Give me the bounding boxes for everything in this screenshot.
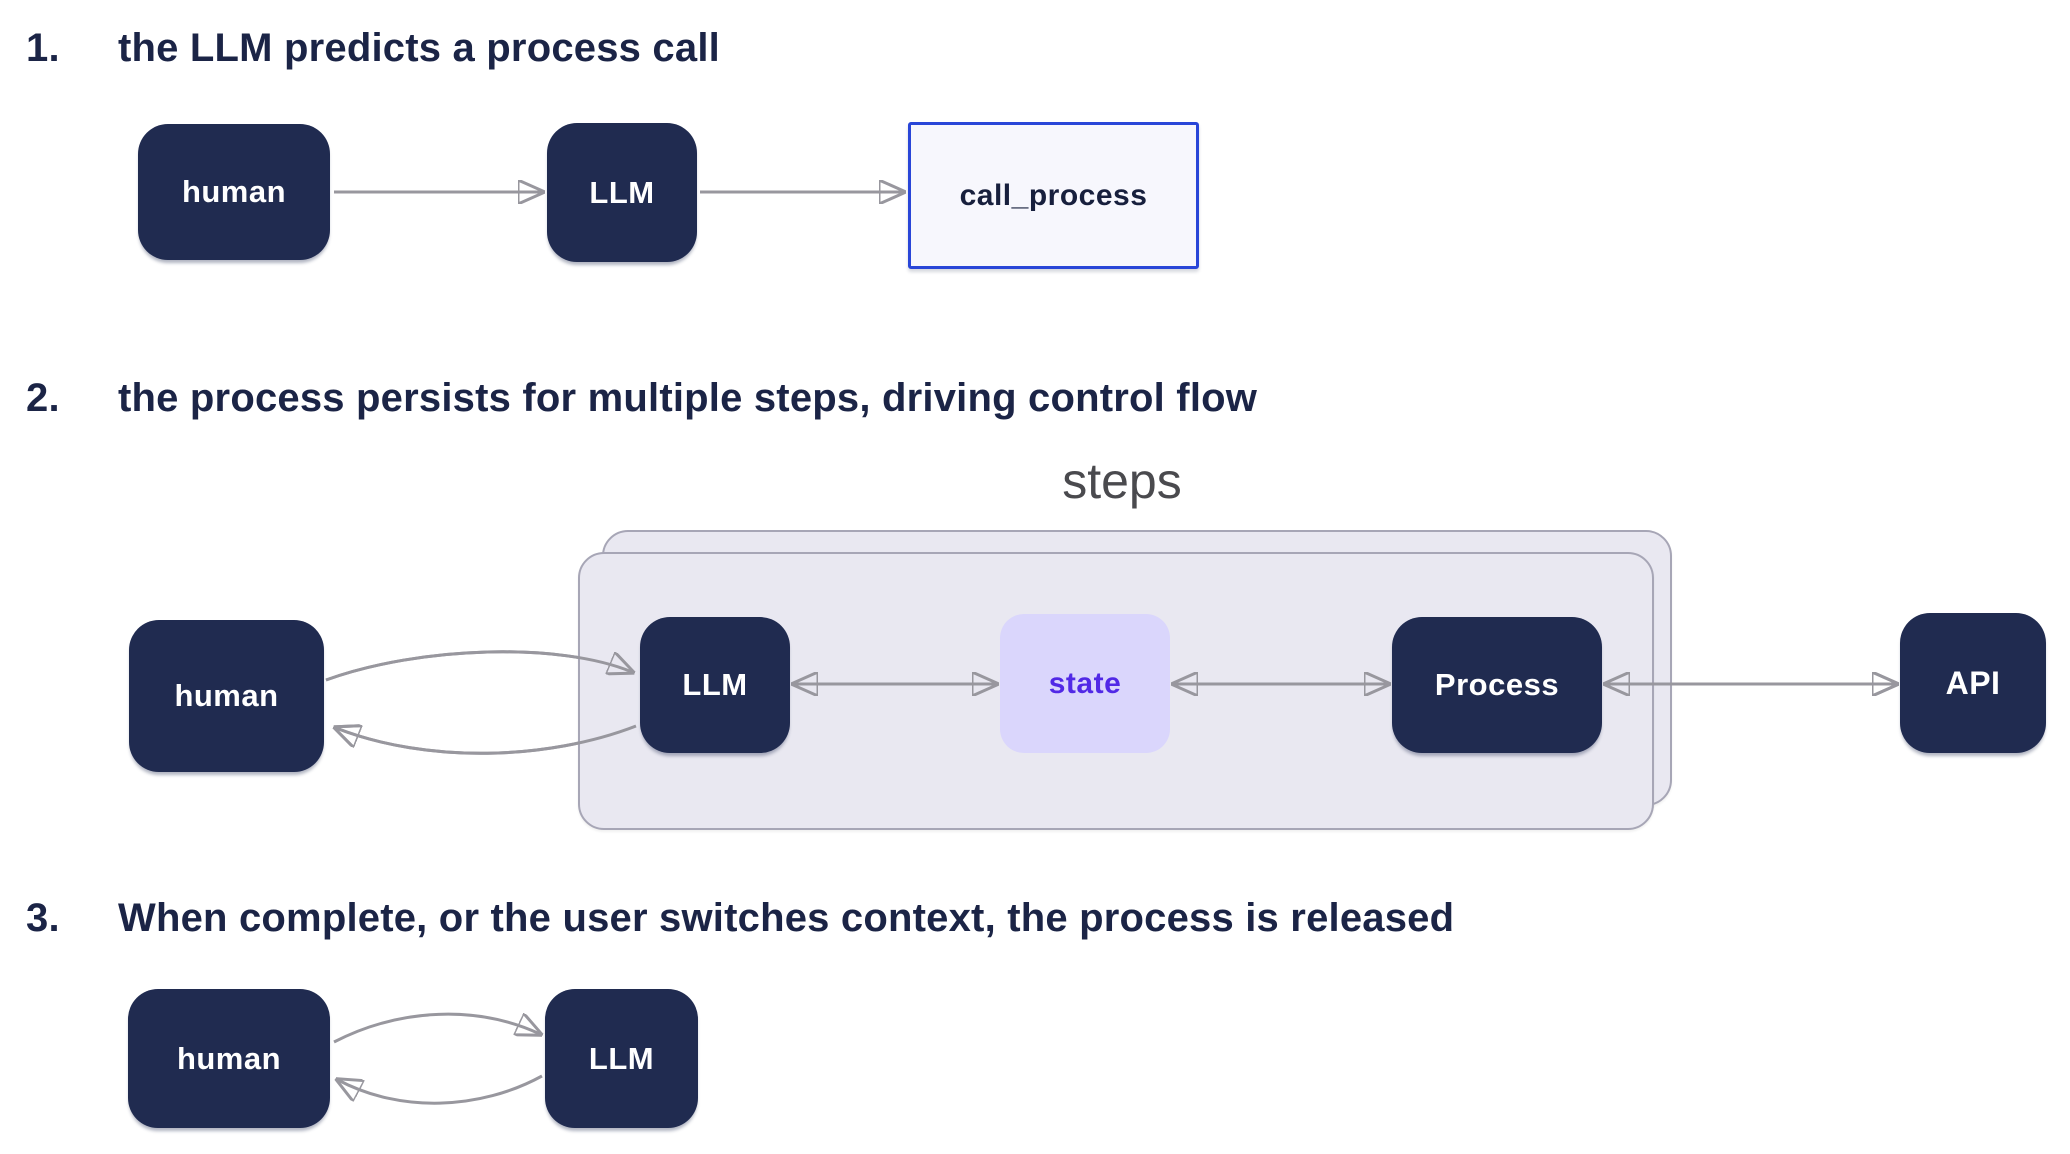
node-label: LLM — [682, 667, 748, 702]
arrow-s3-llm-to-human — [338, 1074, 543, 1105]
node-s3-human: human — [128, 989, 330, 1128]
node-s2-process: Process — [1392, 617, 1602, 753]
node-label: call_process — [959, 178, 1148, 212]
node-label: human — [176, 1040, 282, 1076]
steps-label: steps — [1062, 453, 1182, 509]
node-s2-api: API — [1900, 613, 2046, 753]
section-1-number: 1. — [26, 26, 60, 70]
node-s2-llm: LLM — [640, 617, 790, 753]
node-s3-llm: LLM — [545, 989, 698, 1128]
node-label: LLM — [589, 174, 655, 210]
node-label: LLM — [588, 1040, 655, 1076]
node-label: human — [174, 678, 279, 713]
node-s1-call-process: call_process — [908, 122, 1199, 269]
node-s1-human: human — [138, 124, 330, 260]
arrow-s3-human-to-llm — [333, 1012, 540, 1044]
section-2-title: the process persists for multiple steps,… — [118, 376, 1258, 420]
section-1-title: the LLM predicts a process call — [118, 26, 720, 70]
node-s2-human: human — [129, 620, 324, 772]
node-label: human — [181, 174, 287, 209]
section-3-title: When complete, or the user switches cont… — [118, 896, 1455, 940]
node-s2-state: state — [1000, 614, 1170, 753]
node-s1-llm: LLM — [547, 123, 697, 262]
section-2-number: 2. — [26, 376, 60, 420]
node-label: Process — [1434, 667, 1560, 702]
node-label: API — [1945, 664, 2001, 701]
node-label: state — [1048, 666, 1122, 700]
section-3-number: 3. — [26, 896, 60, 940]
